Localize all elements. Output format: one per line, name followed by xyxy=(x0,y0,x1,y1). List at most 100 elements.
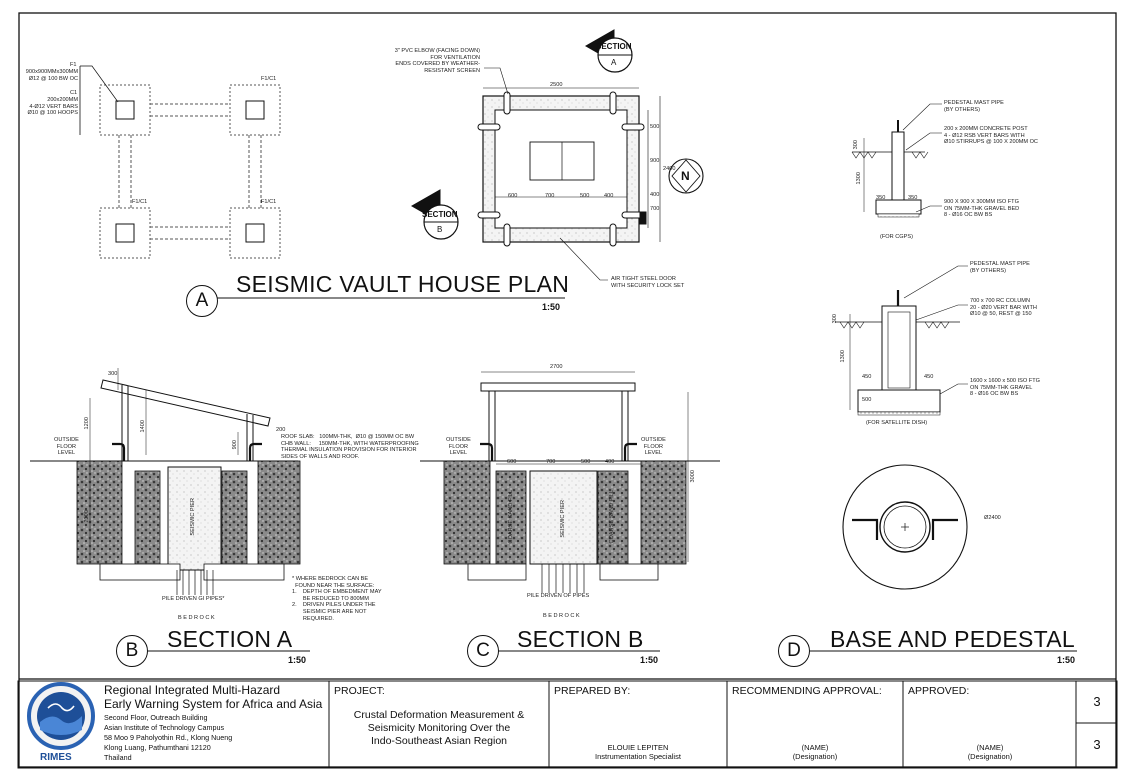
section-b-fill-right: COARSE SAND FILL xyxy=(609,490,615,544)
sheet-number: 3 xyxy=(1093,694,1101,709)
view-a-scale: 1:50 xyxy=(542,302,561,312)
section-a-dim-1200: 1200 xyxy=(84,417,90,430)
base-diameter: Ø2400 xyxy=(984,515,1001,521)
recommending-label: RECOMMENDING APPROVAL: xyxy=(732,685,882,697)
recommending-name: (NAME) xyxy=(801,743,829,752)
cgps-caption: (FOR CGPS) xyxy=(880,234,913,240)
rimes-logo xyxy=(27,682,95,750)
section-b-dim-b2: 700 xyxy=(546,459,556,465)
base-plan-drawing xyxy=(842,464,968,590)
project-title-1: Crustal Deformation Measurement & xyxy=(353,709,525,721)
project-title-3: Indo-Southeast Asian Region xyxy=(370,735,507,747)
cgps-footing-note: 900 X 900 X 300MM ISO FTG ON 75MM-THK GR… xyxy=(944,199,1020,219)
view-d-scale: 1:50 xyxy=(1057,655,1076,665)
dish-dim-500: 500 xyxy=(862,397,872,403)
door-note: AIR TIGHT STEEL DOOR WITH SECURITY LOCK … xyxy=(611,276,685,289)
section-b-dim-b1: 600 xyxy=(507,459,517,465)
org-address-2: Asian Institute of Technology Campus xyxy=(104,723,225,732)
view-c-title: SECTION B xyxy=(517,626,644,652)
plan-dim-b3: 500 xyxy=(580,193,590,199)
dish-footing-note: 1600 x 1600 x 500 ISO FTG ON 75MM-THK GR… xyxy=(970,378,1040,398)
footing-plan xyxy=(79,65,281,259)
section-b-pier-label: SEISMIC PIER xyxy=(560,500,566,538)
section-a-dim-900: 900 xyxy=(232,440,238,450)
section-b-dim-b4: 400 xyxy=(605,459,615,465)
view-d-title: BASE AND PEDESTAL xyxy=(830,626,1075,652)
f1-spec: 900x900MMx300MM Ø12 @ 100 BW OC xyxy=(25,69,78,82)
section-b-floor-level-right: OUTSIDE FLOOR LEVEL xyxy=(641,437,666,457)
sheet-total: 3 xyxy=(1093,737,1101,752)
plan-dim-b2: 700 xyxy=(545,193,555,199)
plan-dim-r1: 500 xyxy=(650,124,660,130)
org-address-5: Thailand xyxy=(104,753,132,762)
plan-dim-r3: 400 xyxy=(650,192,660,198)
plan-dim-top: 2500 xyxy=(550,82,563,88)
dish-dim-300: 300 xyxy=(832,314,838,324)
cgps-mast-note: PEDESTAL MAST PIPE (BY OTHERS) xyxy=(944,100,1004,113)
cgps-post-note: 200 x 200MM CONCRETE POST 4 - Ø12 RSB VE… xyxy=(944,126,1038,146)
title-rules xyxy=(146,297,1077,652)
plan-dim-r4: 700 xyxy=(650,206,660,212)
f1-label: F1 xyxy=(70,62,77,68)
vault-plan xyxy=(410,29,704,281)
cgps-pedestal-drawing xyxy=(851,103,942,218)
section-b-dim-b3: 500 xyxy=(581,459,591,465)
section-a-drawing xyxy=(30,368,301,595)
section-b-tag: SECTION xyxy=(422,210,458,219)
dish-dim-1300: 1300 xyxy=(840,350,846,363)
section-a-dim-200: 200 xyxy=(276,427,286,433)
section-a-dim-1400: 1400 xyxy=(140,420,146,433)
approved-label: APPROVED: xyxy=(908,685,970,697)
section-a-tag: SECTION xyxy=(596,42,632,51)
prepared-by-name: ELOUIE LEPITEN xyxy=(607,743,669,752)
plan-dim-right: 2400 xyxy=(663,166,676,172)
view-c-marker: C xyxy=(467,635,499,667)
section-b-dim-top: 2700 xyxy=(550,364,563,370)
dish-dim-450-left: 450 xyxy=(862,374,872,380)
plan-dim-r2: 900 xyxy=(650,158,660,164)
north-arrow-icon: N xyxy=(681,169,690,183)
approved-name: (NAME) xyxy=(976,743,1004,752)
section-a-bedrock: BEDROCK xyxy=(178,615,217,621)
cgps-dim-350-right: 350 xyxy=(908,195,918,201)
section-a-pier-label: SEISMIC PIER xyxy=(190,498,196,536)
dish-dim-450-right: 450 xyxy=(924,374,934,380)
footing-tag-3: F1/C1 xyxy=(261,199,277,205)
section-b-floor-level-left: OUTSIDE FLOOR LEVEL xyxy=(446,437,471,457)
view-b-scale: 1:50 xyxy=(288,655,307,665)
project-label: PROJECT: xyxy=(334,685,385,697)
cgps-dim-350-left: 350 xyxy=(876,195,886,201)
dish-pedestal-drawing xyxy=(835,265,968,416)
org-address-3: 58 Moo 9 Paholyothin Rd., Klong Nueng xyxy=(104,733,233,742)
approved-role: (Designation) xyxy=(967,752,1013,761)
c1-label: C1 xyxy=(70,90,78,96)
recommending-role: (Designation) xyxy=(792,752,838,761)
org-name-line2: Early Warning System for Africa and Asia xyxy=(104,697,323,711)
section-a-letter: A xyxy=(611,58,617,67)
prepared-by-label: PREPARED BY: xyxy=(554,685,631,697)
section-a-floor-level: OUTSIDE FLOOR LEVEL xyxy=(54,437,79,457)
view-b-title: SECTION A xyxy=(167,626,293,652)
section-a-piles: PILE DRIVEN GI PIPES* xyxy=(162,596,225,602)
section-b-letter: B xyxy=(437,225,443,234)
section-b-fill-left: COARSE SAND FILL xyxy=(508,490,514,544)
plan-dim-b1: 600 xyxy=(508,193,518,199)
view-a-marker: A xyxy=(186,285,218,317)
dish-column-note: 700 x 700 RC COLUMN 20 - Ø20 VERT BAR WI… xyxy=(970,298,1037,318)
section-a-footnote: * WHERE BEDROCK CAN BE FOUND NEAR THE SU… xyxy=(292,576,382,622)
section-b-bedrock: BEDROCK xyxy=(543,613,582,619)
cgps-dim-1300: 1300 xyxy=(856,172,862,185)
view-a-title: SEISMIC VAULT HOUSE PLAN xyxy=(236,271,570,297)
section-a-dim-2300: 2300 xyxy=(84,510,90,523)
footing-tag-2: F1/C1 xyxy=(132,199,148,205)
view-c-scale: 1:50 xyxy=(640,655,659,665)
section-b-piles: PILE DRIVEN OF PIPES xyxy=(527,593,590,599)
section-a-notes: ROOF SLAB: 100MM-THK, Ø10 @ 150MM OC BW … xyxy=(281,434,419,460)
section-a-dim-300: 300 xyxy=(108,371,118,377)
view-d-marker: D xyxy=(778,635,810,667)
footing-tag-1: F1/C1 xyxy=(261,76,277,82)
org-address-1: Second Floor, Outreach Building xyxy=(104,713,208,722)
c1-spec: 200x200MM 4-Ø12 VERT BARS Ø10 @ 100 HOOP… xyxy=(27,97,78,117)
prepared-by-role: Instrumentation Specialist xyxy=(595,752,681,761)
